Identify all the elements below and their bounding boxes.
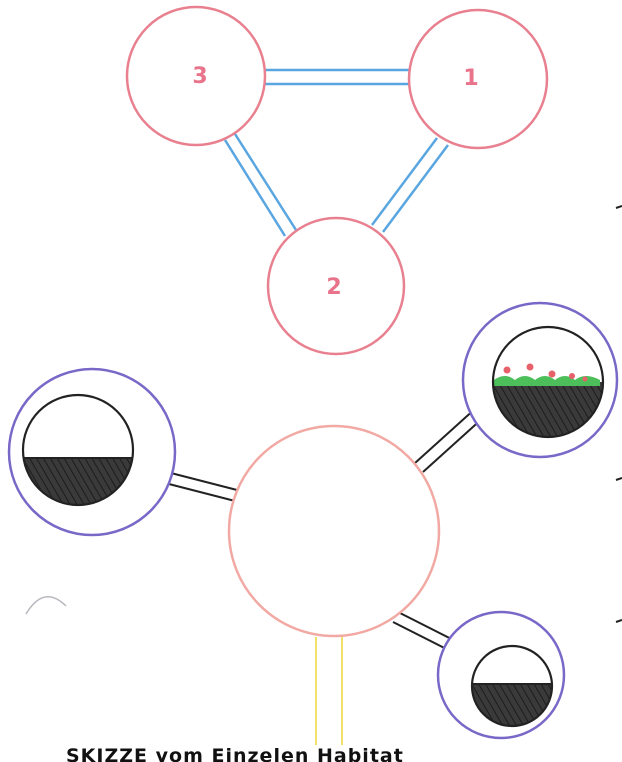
node-3-label: 3 <box>192 64 207 89</box>
link-3-1 <box>265 68 409 86</box>
network-node-3: 3 <box>125 5 267 147</box>
plants-flowers <box>503 363 588 382</box>
top-network: 3 1 2 <box>125 5 549 356</box>
node-1-label: 1 <box>463 66 478 91</box>
tank <box>470 644 554 728</box>
tank <box>491 325 605 439</box>
edge-marks <box>615 205 622 623</box>
network-node-1: 1 <box>407 8 549 150</box>
node-2-label: 2 <box>326 275 341 300</box>
habitat-ring <box>7 367 177 537</box>
habitat-module-upper-right <box>461 301 619 459</box>
caption: SKIZZE vom Einzelen Habitat <box>66 745 404 762</box>
link-3-2 <box>223 133 298 237</box>
link-1-2 <box>370 137 450 233</box>
network-node-2: 2 <box>266 216 406 356</box>
habitat-sketch <box>7 301 619 745</box>
tank <box>21 393 135 507</box>
habitat-module-lower-right <box>436 610 566 740</box>
yellow-pipe <box>315 637 343 745</box>
faint-arc-mark <box>25 596 67 615</box>
central-hub <box>227 424 441 638</box>
habitat-module-left <box>7 367 177 537</box>
